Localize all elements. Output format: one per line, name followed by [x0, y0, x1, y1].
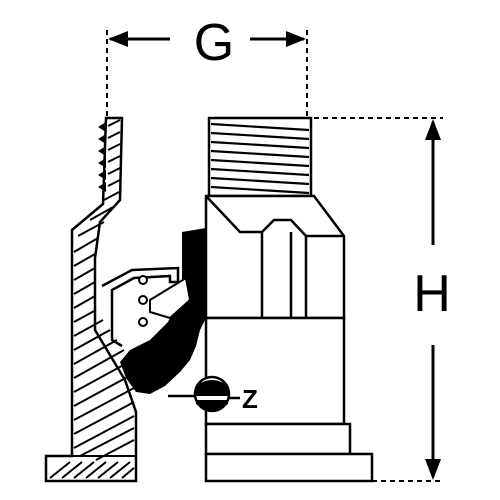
hole-middle [138, 295, 148, 305]
hole-top [138, 275, 148, 285]
z-callout: Z [193, 375, 258, 414]
dimension-h-arrow-top [425, 119, 441, 140]
valve-flap [149, 276, 192, 320]
base-flange [204, 452, 374, 483]
flange-collar [204, 422, 352, 456]
dimension-h: H [314, 117, 451, 482]
z-port-fill-bottom [196, 400, 228, 410]
valve-bracket [101, 266, 180, 348]
hex-body [204, 194, 346, 320]
dimension-h-label: H [413, 265, 451, 323]
section-wall-outline [44, 116, 138, 483]
seal-gasket [120, 228, 206, 394]
hole-bottom [138, 317, 148, 327]
section-hatching [49, 119, 135, 479]
dimension-g-label: G [194, 14, 234, 72]
thread-lines [210, 122, 310, 195]
dimension-h-arrow-bottom [425, 459, 441, 480]
z-port-fill-top [196, 380, 228, 396]
dimension-g-arrow-right [286, 31, 306, 47]
fitting-section-view [44, 116, 206, 483]
dimension-g: G [106, 14, 308, 116]
lower-body [204, 316, 346, 426]
fitting-exterior-view [204, 116, 374, 483]
z-label: Z [242, 384, 258, 414]
section-thread-teeth [98, 122, 106, 192]
dimension-g-arrow-left [108, 31, 128, 47]
